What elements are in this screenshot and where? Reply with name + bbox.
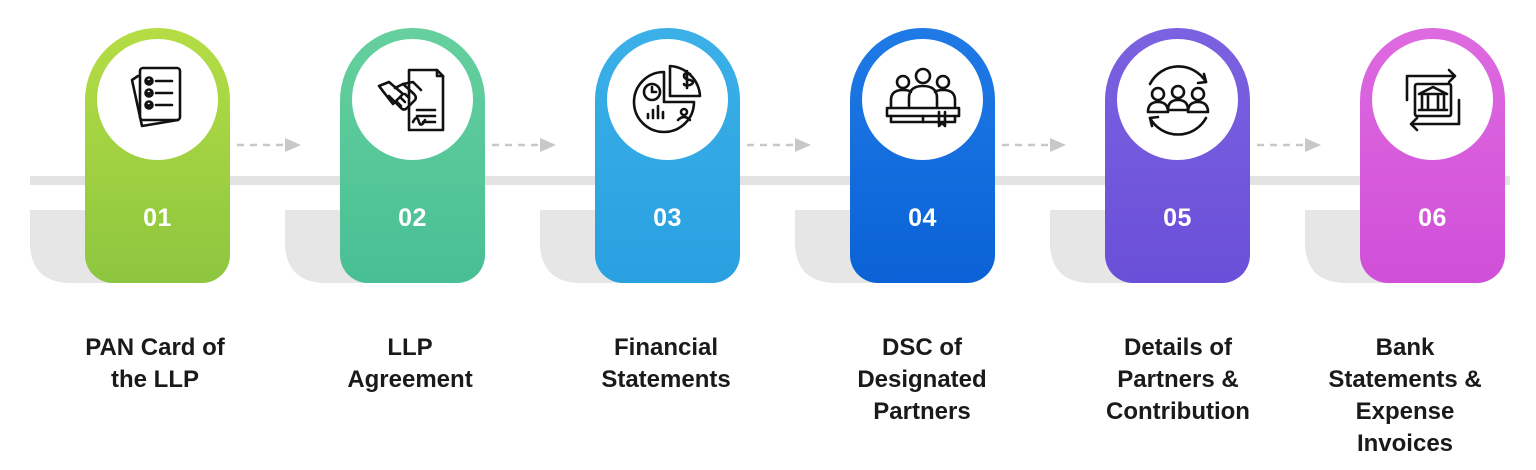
step-icon-circle — [1117, 39, 1238, 160]
step-4: 04 — [795, 28, 1000, 283]
step-number: 01 — [143, 204, 172, 232]
step-number: 04 — [908, 204, 937, 232]
flow-arrow — [1257, 138, 1321, 152]
step-number: 03 — [653, 204, 682, 232]
step-label-2: LLP Agreement — [347, 334, 473, 393]
step-label-3: Financial Statements — [601, 334, 731, 393]
step-label-5: Details of Partners & Contribution — [1106, 334, 1250, 425]
bank-exchange-icon — [1405, 68, 1460, 131]
partners-cycle-icon — [1146, 64, 1209, 136]
partners-signature-icon — [885, 67, 960, 127]
step-icon-circle — [862, 39, 983, 160]
flow-arrow — [237, 138, 301, 152]
step-label-4: DSC of Designated Partners — [857, 334, 987, 425]
step-icon-circle — [607, 39, 728, 160]
step-2: 02 — [285, 28, 490, 283]
document-checklist-icon — [130, 66, 181, 127]
flow-arrow — [492, 138, 556, 152]
step-label-1: PAN Card of the LLP — [85, 334, 225, 393]
financial-pie-chart-icon — [632, 64, 701, 133]
step-5: 05 — [1050, 28, 1255, 283]
step-label-6: Bank Statements & Expense Invoices — [1328, 334, 1482, 457]
flow-arrow — [1002, 138, 1066, 152]
step-icon-circle — [97, 39, 218, 160]
step-6: 06 — [1305, 28, 1510, 283]
step-icon-circle — [352, 39, 473, 160]
step-number: 05 — [1163, 204, 1192, 232]
step-icon-circle — [1372, 39, 1493, 160]
flow-arrow — [747, 138, 811, 152]
handshake-agreement-icon — [377, 68, 444, 131]
connector-line — [30, 176, 1510, 185]
step-1: 01 — [30, 28, 235, 283]
step-number: 06 — [1418, 204, 1447, 232]
step-3: 03 — [540, 28, 745, 283]
step-number: 02 — [398, 204, 427, 232]
